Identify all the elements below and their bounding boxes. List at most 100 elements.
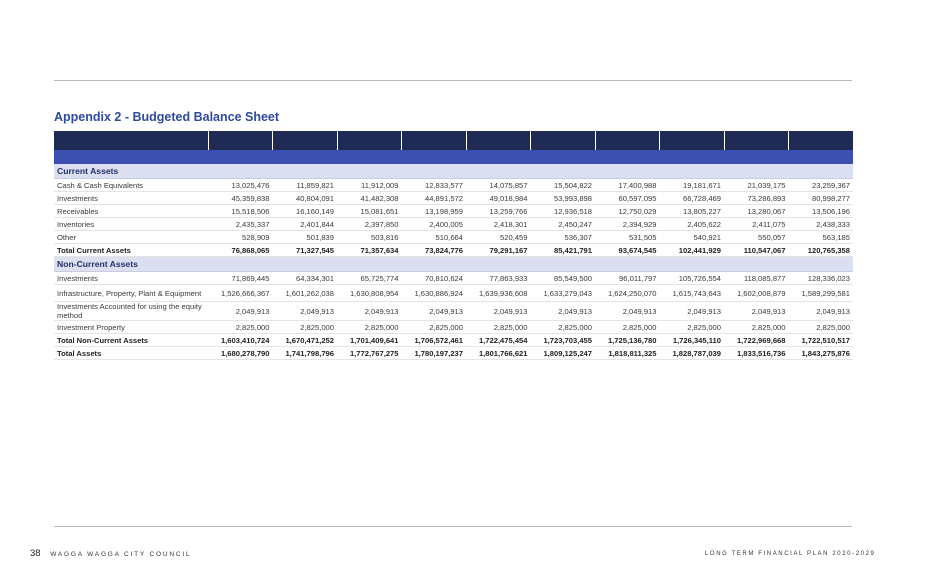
value-cell: 2,394,929	[595, 217, 660, 231]
value-cell: 1,602,008,879	[724, 284, 789, 302]
value-cell: 15,504,822	[530, 178, 595, 192]
value-cell: 79,291,167	[466, 243, 531, 257]
value-cell: 1,780,197,237	[401, 346, 466, 360]
value-cell: 2,401,844	[272, 217, 337, 231]
value-cell: 71,327,545	[272, 243, 337, 257]
value-cell: 1,706,572,461	[401, 333, 466, 347]
value-cell: 44,891,572	[401, 191, 466, 205]
value-cell: 41,482,308	[337, 191, 402, 205]
row-label: Total Non-Current Assets	[54, 333, 208, 347]
section-heading-row: Non-Current Assets	[54, 256, 853, 272]
value-cell: 1,680,278,790	[208, 346, 273, 360]
value-cell: 1,589,299,581	[788, 284, 853, 302]
value-cell: 15,518,506	[208, 204, 273, 218]
value-cell: 73,286,893	[724, 191, 789, 205]
section-heading-row: Current Assets	[54, 164, 853, 179]
value-cell: 1,843,275,876	[788, 346, 853, 360]
value-cell: 1,801,766,621	[466, 346, 531, 360]
value-cell: 1,603,410,724	[208, 333, 273, 347]
header-cell	[465, 131, 531, 150]
value-cell: 2,435,337	[208, 217, 273, 231]
section-heading: Current Assets	[54, 164, 853, 179]
value-cell: 16,160,149	[272, 204, 337, 218]
row-label: Investment Property	[54, 320, 208, 334]
header-cell	[788, 131, 853, 150]
value-cell: 118,085,877	[724, 271, 789, 285]
value-cell: 528,909	[208, 230, 273, 244]
row-label: Investments	[54, 271, 208, 285]
header-cell	[272, 131, 337, 150]
row-label: Investments	[54, 191, 208, 205]
value-cell: 2,049,913	[530, 301, 595, 321]
header-cell	[723, 131, 789, 150]
row-label: Receivables	[54, 204, 208, 218]
value-cell: 80,998,277	[788, 191, 853, 205]
value-cell: 1,701,409,641	[337, 333, 402, 347]
value-cell: 120,765,358	[788, 243, 853, 257]
value-cell: 49,018,984	[466, 191, 531, 205]
value-cell: 1,833,516,736	[724, 346, 789, 360]
value-cell: 1,722,510,517	[788, 333, 853, 347]
value-cell: 2,825,000	[788, 320, 853, 334]
header-cell	[54, 131, 208, 150]
header-cell	[594, 131, 660, 150]
value-cell: 563,185	[788, 230, 853, 244]
value-cell: 1,828,787,039	[659, 346, 724, 360]
value-cell: 66,728,469	[659, 191, 724, 205]
value-cell: 128,336,023	[788, 271, 853, 285]
value-cell: 2,825,000	[272, 320, 337, 334]
header-cell	[659, 131, 724, 150]
value-cell: 85,421,791	[530, 243, 595, 257]
value-cell: 85,549,500	[530, 271, 595, 285]
value-cell: 2,397,850	[337, 217, 402, 231]
value-cell: 105,726,554	[659, 271, 724, 285]
value-cell: 1,722,969,668	[724, 333, 789, 347]
value-cell: 110,547,067	[724, 243, 789, 257]
bottom-rule	[54, 526, 852, 527]
value-cell: 12,833,577	[401, 178, 466, 192]
row-label: Inventories	[54, 217, 208, 231]
value-cell: 1,670,471,252	[272, 333, 337, 347]
value-cell: 102,441,929	[659, 243, 724, 257]
row-label: Infrastructure, Property, Plant & Equipm…	[54, 284, 208, 302]
value-cell: 2,825,000	[724, 320, 789, 334]
value-cell: 1,809,125,247	[530, 346, 595, 360]
value-cell: 1,624,250,070	[595, 284, 660, 302]
value-cell: 2,411,075	[724, 217, 789, 231]
value-cell: 1,615,743,643	[659, 284, 724, 302]
value-cell: 40,804,091	[272, 191, 337, 205]
value-cell: 14,075,857	[466, 178, 531, 192]
table-row: Infrastructure, Property, Plant & Equipm…	[54, 284, 853, 302]
value-cell: 11,859,821	[272, 178, 337, 192]
value-cell: 2,405,622	[659, 217, 724, 231]
value-cell: 93,674,545	[595, 243, 660, 257]
value-cell: 2,825,000	[401, 320, 466, 334]
value-cell: 2,418,301	[466, 217, 531, 231]
table-row: Investments Accounted for using the equi…	[54, 301, 853, 321]
value-cell: 1,818,811,325	[595, 346, 660, 360]
value-cell: 1,630,808,954	[337, 284, 402, 302]
organisation-name: WAGGA WAGGA CITY COUNCIL	[50, 551, 192, 558]
page-title: Appendix 2 - Budgeted Balance Sheet	[54, 110, 280, 124]
row-label: Total Current Assets	[54, 243, 208, 257]
header-cell	[336, 131, 402, 150]
value-cell: 2,825,000	[659, 320, 724, 334]
row-label: Investments Accounted for using the equi…	[54, 301, 208, 321]
value-cell: 531,505	[595, 230, 660, 244]
value-cell: 21,039,175	[724, 178, 789, 192]
row-label: Total Assets	[54, 346, 208, 360]
value-cell: 1,722,475,454	[466, 333, 531, 347]
value-cell: 503,816	[337, 230, 402, 244]
value-cell: 2,049,913	[595, 301, 660, 321]
value-cell: 550,057	[724, 230, 789, 244]
header-row	[54, 131, 853, 150]
table-header	[54, 131, 853, 164]
